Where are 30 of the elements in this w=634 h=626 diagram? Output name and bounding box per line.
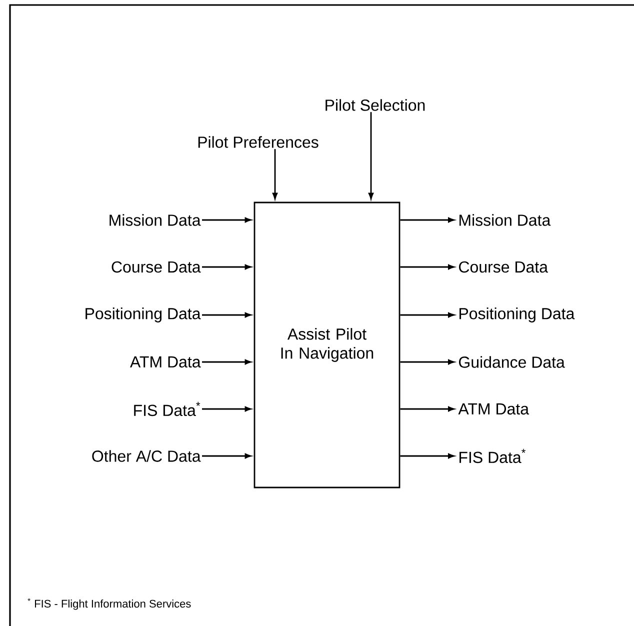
arrow bbox=[202, 312, 252, 318]
flow-label: Other A/C Data bbox=[92, 450, 201, 462]
arrow bbox=[400, 217, 454, 223]
flow-label: Course Data bbox=[112, 261, 201, 273]
arrow bbox=[400, 312, 454, 318]
flow-label: FIS Data$^{*}$ bbox=[460, 448, 526, 464]
footnote: $^{*}$ FIS - Flight Information Services bbox=[28, 598, 191, 610]
flow-label: Mission Data bbox=[110, 214, 201, 226]
arrow bbox=[202, 264, 252, 270]
flow-label: Positioning Data bbox=[460, 308, 575, 322]
flow-label: FIS Data$^{*}$ bbox=[134, 402, 200, 416]
flow-label: ATM Data bbox=[458, 403, 530, 415]
flow-label: ATM Data bbox=[130, 356, 201, 368]
arrow bbox=[400, 453, 454, 459]
arrow bbox=[202, 406, 252, 412]
arrow bbox=[400, 359, 454, 365]
flow-label: Mission Data bbox=[460, 214, 551, 226]
flow-label: Course Data bbox=[459, 261, 548, 273]
flow-label: Guidance Data bbox=[459, 356, 565, 368]
process-box: Assist Pilot In Navigation bbox=[254, 202, 400, 488]
arrow bbox=[368, 112, 374, 200]
arrow bbox=[202, 453, 252, 459]
arrow bbox=[400, 264, 454, 270]
flow-label: Pilot Selection bbox=[326, 99, 425, 111]
arrow bbox=[400, 406, 454, 412]
arrow bbox=[202, 217, 252, 223]
flow-label: Pilot Preferences bbox=[198, 136, 318, 148]
flow-label: Positioning Data bbox=[86, 308, 201, 322]
arrow bbox=[272, 149, 278, 200]
arrow bbox=[202, 359, 252, 365]
